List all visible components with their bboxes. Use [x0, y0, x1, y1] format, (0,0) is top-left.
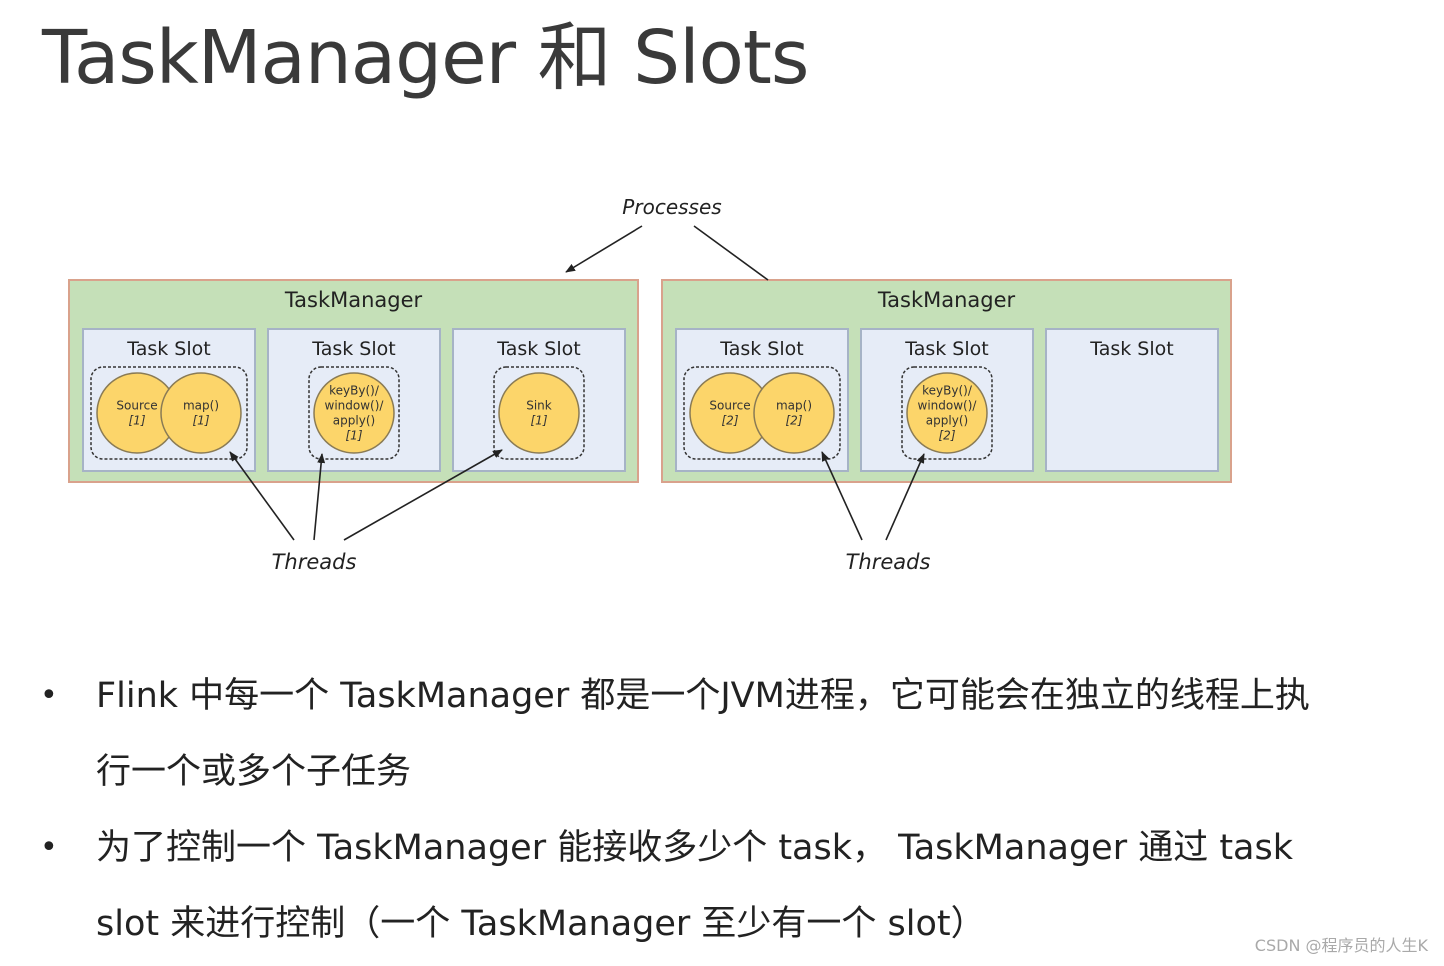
operator-1-1-1: Source[1]	[96, 372, 178, 454]
thread-arrow-2	[313, 453, 326, 541]
operator-label: [2]	[939, 429, 956, 443]
bullet-line-1-2: 行一个或多个子任务	[96, 752, 412, 792]
thread-boundary	[683, 366, 841, 460]
operator-label: window()/	[325, 399, 385, 413]
operator-label: apply()	[926, 414, 968, 428]
task-slot-label: Task Slot	[1089, 338, 1173, 360]
threads-label-left: Threads	[272, 550, 357, 574]
task-slot-1-2: Task Slot keyBy()/window()/apply()[1]	[267, 328, 441, 472]
operator-label: map()	[776, 399, 812, 413]
operator-circle	[906, 372, 988, 454]
operator-2-2-1: keyBy()/window()/apply()[2]	[906, 372, 988, 454]
operator-label: Source	[709, 399, 750, 413]
operator-label: apply()	[333, 414, 375, 428]
operator-label: map()	[183, 399, 219, 413]
processes-label: Processes	[622, 195, 721, 219]
process-arrow-left	[565, 225, 643, 273]
thread-boundary	[493, 366, 585, 460]
operator-label: Source	[116, 399, 157, 413]
task-slot-2-2: Task Slot keyBy()/window()/apply()[2]	[860, 328, 1034, 472]
task-slot-2-3: Task Slot	[1045, 328, 1219, 472]
operator-1-1-2: map()[1]	[160, 372, 242, 454]
task-slot-label: Task Slot	[126, 338, 210, 360]
bullet-line-2-1: 为了控制一个 TaskManager 能接收多少个 task， TaskMana…	[96, 828, 1294, 868]
operator-circle	[498, 372, 580, 454]
bullet-marker: •	[40, 678, 58, 713]
operator-circle	[160, 372, 242, 454]
operator-label: [1]	[129, 414, 146, 428]
thread-boundary	[901, 366, 993, 460]
operator-label: [1]	[193, 414, 210, 428]
taskmanager-label: TaskManager	[284, 288, 423, 312]
thread-arrow-1	[229, 451, 295, 541]
operator-label: keyBy()/	[922, 384, 973, 398]
taskmanager-label: TaskManager	[877, 288, 1016, 312]
operator-label: [2]	[722, 414, 739, 428]
page-title: TaskManager 和 Slots	[42, 15, 809, 101]
task-slot-label: Task Slot	[719, 338, 803, 360]
task-slot-box	[1045, 328, 1219, 472]
operator-label: [1]	[346, 429, 363, 443]
operator-label: [2]	[786, 414, 803, 428]
bullet-line-2-2: slot 来进行控制（一个 TaskManager 至少有一个 slot）	[96, 904, 986, 944]
operator-circle	[753, 372, 835, 454]
thread-arrow-3	[343, 449, 503, 541]
operator-1-2-1: keyBy()/window()/apply()[1]	[313, 372, 395, 454]
bullet-marker: •	[40, 830, 58, 865]
threads-label-right: Threads	[846, 550, 931, 574]
operator-label: Sink	[526, 399, 552, 413]
operator-label: keyBy()/	[329, 384, 380, 398]
operator-circle	[313, 372, 395, 454]
thread-arrow-5	[885, 453, 925, 541]
operator-1-3-1: Sink[1]	[498, 372, 580, 454]
task-slot-label: Task Slot	[496, 338, 580, 360]
operator-label: [1]	[531, 414, 548, 428]
operator-label: window()/	[918, 399, 978, 413]
bullet-line-1-1: Flink 中每一个 TaskManager 都是一个JVM进程，它可能会在独立…	[96, 676, 1310, 716]
thread-boundary	[90, 366, 248, 460]
task-slot-label: Task Slot	[311, 338, 395, 360]
thread-arrow-4	[821, 451, 863, 541]
task-slot-label: Task Slot	[904, 338, 988, 360]
thread-boundary	[308, 366, 400, 460]
process-arrow-right	[693, 225, 769, 281]
watermark: CSDN @程序员的人生K	[1254, 936, 1428, 955]
operator-2-1-2: map()[2]	[753, 372, 835, 454]
